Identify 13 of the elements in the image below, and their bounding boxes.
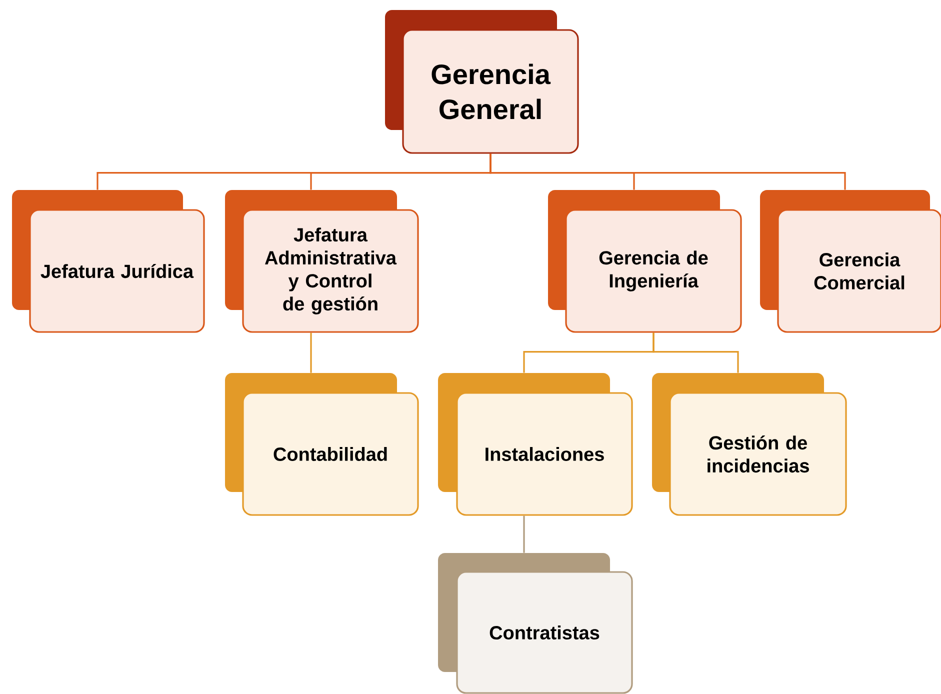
connector-line [523, 516, 525, 553]
org-box: Gerencia Comercial [760, 190, 941, 333]
org-box: Instalaciones [438, 373, 633, 516]
connector-line [310, 332, 312, 373]
org-box: Gestión de incidencias [652, 373, 847, 516]
org-box: Jefatura Jurídica [12, 190, 205, 333]
org-box: Contratistas [438, 553, 633, 694]
connector-line [490, 154, 846, 190]
org-box: Gerencia General [385, 10, 579, 154]
org-box: Gerencia de Ingeniería [548, 190, 742, 333]
connector-line [652, 332, 739, 373]
org-box: Jefatura Administrativa y Control de gestión [225, 190, 419, 333]
org-box: Contabilidad [225, 373, 419, 516]
